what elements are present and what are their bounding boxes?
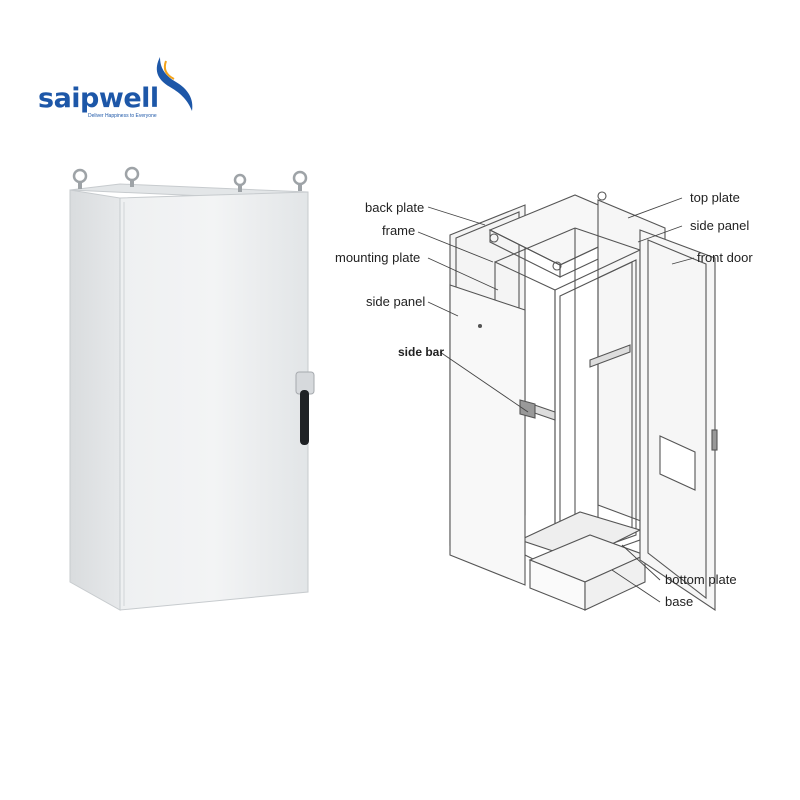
label-base: base xyxy=(665,594,693,609)
label-side-bar: side bar xyxy=(398,345,444,359)
brand-name: saipwell xyxy=(38,83,159,114)
label-mounting-plate: mounting plate xyxy=(335,250,420,265)
brand-logo: saipwell Deliver Happiness to Everyone xyxy=(38,55,208,125)
label-bottom-plate: bottom plate xyxy=(665,572,737,587)
label-front-door: front door xyxy=(697,250,753,265)
label-side-panel-left: side panel xyxy=(366,294,425,309)
enclosure-photo xyxy=(69,166,315,611)
label-frame: frame xyxy=(382,223,415,238)
label-top-plate: top plate xyxy=(690,190,740,205)
label-back-plate: back plate xyxy=(365,200,424,215)
label-side-panel-right: side panel xyxy=(690,218,749,233)
door-handle-icon xyxy=(295,371,315,445)
eye-bolt-icon xyxy=(72,166,308,192)
brand-tagline: Deliver Happiness to Everyone xyxy=(88,113,157,119)
exploded-diagram: back plate frame mounting plate side pan… xyxy=(335,190,753,612)
swoosh-icon xyxy=(156,57,193,111)
